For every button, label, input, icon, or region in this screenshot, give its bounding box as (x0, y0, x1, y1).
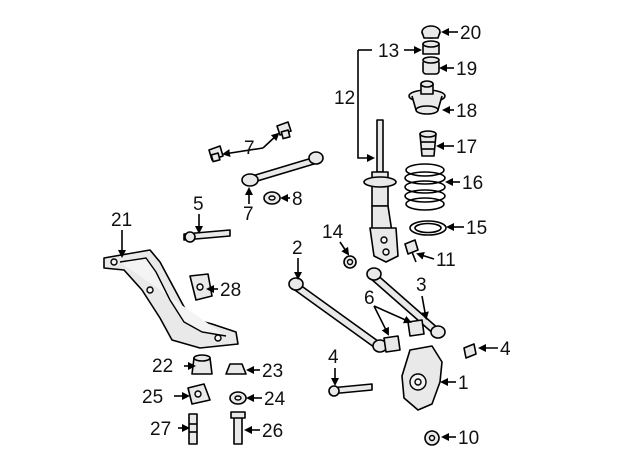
callout-14: 13 (378, 41, 399, 62)
part-6-bushings (383, 319, 425, 353)
part-15-coil-spring (404, 163, 446, 211)
callout-2: 2 (292, 238, 303, 259)
part-7-control-arm (241, 151, 324, 187)
callout-23: 23 (262, 361, 283, 382)
callout-17: 17 (456, 137, 477, 158)
part-18-strut-support (408, 80, 446, 115)
part-23-nut (225, 363, 247, 375)
part-20-mount-cap (421, 25, 441, 39)
callout-labels: 20 13 19 12 18 17 7 16 8 7 5 21 14 15 2 … (111, 23, 511, 449)
callout-28: 28 (220, 280, 241, 301)
callout-20: 20 (460, 23, 481, 44)
part-13-nut (343, 255, 357, 269)
part-9-bushing (263, 191, 281, 205)
callout-13: 14 (322, 222, 344, 243)
callout-6: 6 (364, 288, 375, 309)
callout-1: 1 (458, 373, 469, 394)
part-12-bolt (404, 239, 419, 263)
callout-24: 24 (264, 389, 286, 410)
callout-4b: 4 (328, 347, 339, 368)
part-11-strut-assembly (363, 119, 399, 263)
callout-5: 5 (193, 194, 204, 215)
callout-7: 7 (243, 204, 254, 225)
part-24-nut (229, 391, 247, 405)
callout-25: 25 (142, 387, 163, 408)
callout-26: 26 (262, 421, 283, 442)
part-22-bushing (191, 354, 213, 375)
callout-12: 11 (436, 250, 456, 271)
part-1-knuckle (401, 345, 443, 411)
part-21-crossmember (103, 249, 239, 349)
part-14-nut (422, 40, 440, 55)
part-16-spring-insulator (409, 220, 447, 236)
part-5-bolt (183, 229, 231, 243)
leader-lines (118, 28, 498, 441)
callout-18: 18 (456, 101, 477, 122)
callout-19: 19 (456, 59, 477, 80)
callout-9: 8 (292, 189, 303, 210)
part-17-bump-stop (419, 130, 437, 157)
callout-22: 22 (152, 356, 173, 377)
callout-21: 21 (111, 210, 132, 231)
callout-3: 3 (416, 275, 427, 296)
callout-27: 27 (150, 419, 171, 440)
part-2-lower-arm (288, 277, 388, 353)
callout-11: 12 (334, 88, 355, 109)
callout-16: 15 (466, 218, 487, 239)
callout-10: 10 (458, 428, 479, 449)
part-25-bracket (187, 383, 211, 405)
part-28-bracket (189, 273, 213, 301)
callout-4: 4 (500, 339, 511, 360)
part-26-bolt (230, 411, 246, 445)
part-4-bolts (328, 343, 477, 397)
part-19-bushing (422, 56, 440, 75)
part-27-stud (188, 413, 198, 445)
callout-15: 16 (462, 173, 483, 194)
part-10-nut (424, 430, 440, 446)
part-3-lateral-arm (366, 267, 446, 339)
callout-8: 7 (244, 138, 255, 159)
